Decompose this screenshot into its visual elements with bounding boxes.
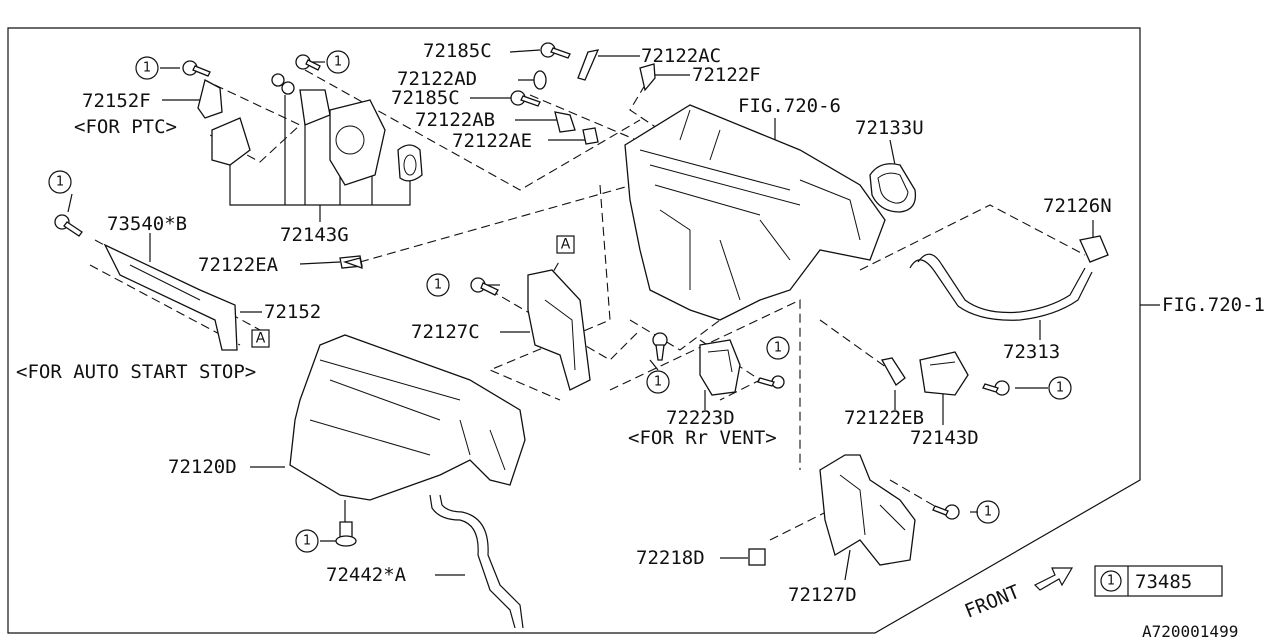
ref-box-a-1: A xyxy=(556,235,575,254)
svg-text:1: 1 xyxy=(334,55,342,70)
label-72143g: 72143G xyxy=(280,224,349,246)
ring-72133u-part xyxy=(869,163,917,213)
legend-part-number: 73485 xyxy=(1135,571,1192,593)
label-72122ea: 72122EA xyxy=(198,254,279,276)
callout-1-c: 1 xyxy=(48,170,72,194)
label-for-ptc: <FOR PTC> xyxy=(74,116,177,138)
label-73540b: 73540*B xyxy=(107,213,187,235)
front-arrow-icon xyxy=(1033,567,1074,591)
hose-72313-part xyxy=(909,253,1093,321)
label-for-rr-vent: <FOR Rr VENT> xyxy=(628,427,777,449)
callout-1-f: 1 xyxy=(766,336,790,360)
label-72133u: 72133U xyxy=(855,117,924,139)
label-72223d: 72223D xyxy=(666,407,735,429)
callout-1-i: 1 xyxy=(295,529,319,553)
label-72122f: 72122F xyxy=(692,64,761,86)
label-72185c-mid: 72185C xyxy=(391,87,460,109)
fastener-parts xyxy=(54,42,1109,547)
svg-text:1: 1 xyxy=(56,175,64,190)
callout-1-h: 1 xyxy=(976,500,1000,524)
label-72152: 72152 xyxy=(264,301,321,323)
label-72126n: 72126N xyxy=(1043,195,1112,217)
label-72185c-top: 72185C xyxy=(423,40,492,62)
label-72218d: 72218D xyxy=(636,547,705,569)
label-72127c: 72127C xyxy=(411,321,480,343)
ptc-parts xyxy=(197,79,423,186)
auto-start-stop-bracket-part xyxy=(103,243,238,351)
clip-72218d-part xyxy=(748,548,766,566)
heater-unit-part xyxy=(624,104,886,321)
svg-text:1: 1 xyxy=(774,341,782,356)
svg-text:A: A xyxy=(256,331,266,347)
document-id: A720001499 xyxy=(1142,622,1238,640)
diagram-frame xyxy=(7,27,1141,634)
svg-text:1: 1 xyxy=(654,375,662,390)
label-72152f: 72152F xyxy=(82,90,151,112)
actuator-72223d-part xyxy=(699,339,741,396)
label-72122ac: 72122AC xyxy=(641,45,721,67)
lower-case-72120d-part xyxy=(289,334,526,501)
label-72442a: 72442*A xyxy=(326,564,407,586)
svg-text:1: 1 xyxy=(434,278,442,293)
label-72122ae: 72122AE xyxy=(452,130,532,152)
legend-symbol: 1 xyxy=(1107,574,1115,589)
front-direction-indicator: FRONT xyxy=(962,567,1074,623)
callout-1-g: 1 xyxy=(1048,376,1072,400)
label-for-auto-start-stop: <FOR AUTO START STOP> xyxy=(16,361,256,383)
svg-text:FRONT: FRONT xyxy=(962,581,1023,623)
legend-box: 1 73485 xyxy=(1094,565,1223,597)
drain-hose-72442a-part xyxy=(429,494,524,629)
label-72122ad: 72122AD xyxy=(397,68,477,90)
label-fig720-1: FIG.720-1 xyxy=(1162,294,1265,316)
svg-text:1: 1 xyxy=(143,61,151,76)
part-drawings xyxy=(54,42,1109,629)
svg-text:1: 1 xyxy=(984,505,992,520)
duct-72127d-part xyxy=(819,454,916,566)
callout-1-d: 1 xyxy=(426,273,450,297)
duct-72127c-part xyxy=(527,269,591,391)
callout-1-b: 1 xyxy=(326,50,350,74)
label-72122ab: 72122AB xyxy=(415,109,495,131)
svg-text:1: 1 xyxy=(1056,381,1064,396)
svg-text:1: 1 xyxy=(303,534,311,549)
label-72143d: 72143D xyxy=(910,427,979,449)
callout-1-a: 1 xyxy=(135,56,159,80)
label-fig720-6: FIG.720-6 xyxy=(738,95,841,117)
label-72122eb: 72122EB xyxy=(844,407,924,429)
label-72313: 72313 xyxy=(1003,341,1060,363)
callout-1-e: 1 xyxy=(646,370,670,394)
actuator-72143d-part xyxy=(919,351,969,396)
ref-box-a-2: A xyxy=(251,329,270,348)
label-72120d: 72120D xyxy=(168,456,237,478)
label-72127d: 72127D xyxy=(788,584,857,606)
svg-text:A: A xyxy=(561,237,571,253)
